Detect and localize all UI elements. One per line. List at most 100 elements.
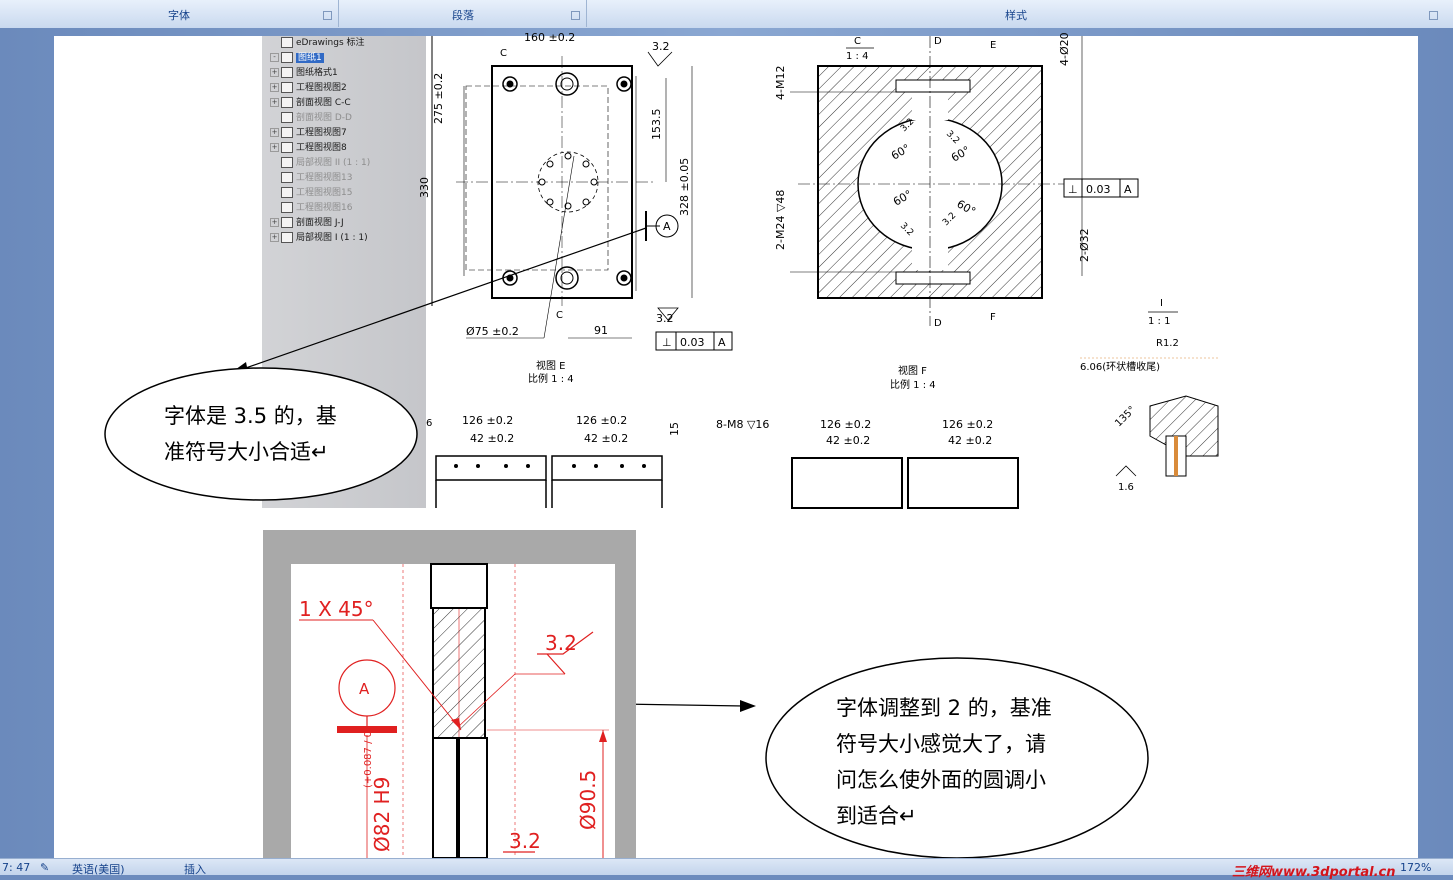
collapse-icon[interactable]: - — [270, 53, 279, 62]
dim-phi75: Ø75 ±0.2 — [466, 325, 519, 338]
rough16: 1.6 — [1118, 482, 1134, 493]
styles-dialog-launcher-icon[interactable] — [1429, 11, 1438, 20]
expand-icon[interactable]: + — [270, 218, 279, 227]
dim-153: 153.5 — [650, 109, 663, 141]
tree-item[interactable]: 工程图视图13 — [270, 171, 352, 185]
paragraph-dialog-launcher-icon[interactable] — [571, 11, 580, 20]
tree-item[interactable]: -图纸1 — [270, 51, 324, 65]
tree-item[interactable]: 工程图视图15 — [270, 186, 352, 200]
tree-item[interactable]: + 工程图视图8 — [270, 141, 347, 155]
section-c-bot: C — [556, 310, 563, 321]
phi32-label: 2-Ø32 — [1078, 228, 1091, 262]
side-dim: 330 — [418, 177, 431, 198]
page-indicator[interactable]: 7: 47 — [2, 861, 31, 874]
c-scale: 1 : 4 — [846, 51, 868, 62]
tree-item[interactable]: 局部视图 II (1 : 1) — [270, 156, 370, 170]
tree-item-label: eDrawings 标注 — [296, 38, 365, 48]
tree-item-label: 工程图视图13 — [296, 173, 353, 183]
callout-1-line2: 准符号大小合适↵ — [164, 440, 329, 464]
dim15: 15 — [668, 422, 681, 436]
tree-item[interactable]: +局部视图 I (1 : 1) — [270, 231, 368, 245]
tree-item-label: 工程图视图16 — [296, 203, 353, 213]
rough-label-2: 3.2 — [509, 829, 541, 853]
view-e-title: 视图 E — [536, 359, 566, 372]
i-scale: 1 : 1 — [1148, 316, 1170, 327]
tree-item[interactable]: +工程图视图2 — [270, 81, 347, 95]
tree-item-label: 剖面视图 C-C — [296, 98, 351, 108]
dim-275: 275 ±0.2 — [432, 73, 445, 124]
dim6: 6 — [426, 418, 432, 429]
insert-mode-indicator[interactable]: 插入 — [184, 863, 206, 876]
font-dialog-launcher-icon[interactable] — [323, 11, 332, 20]
dim42-b: 42 ±0.2 — [584, 432, 628, 445]
rough-bot: 3.2 — [656, 312, 674, 325]
dim126-d: 126 ±0.2 — [942, 418, 993, 431]
f-label: F — [990, 312, 996, 323]
tree-item[interactable]: + 剖面视图 J-J — [270, 216, 344, 230]
status-bar: 7: 47 ✎ 英语(美国) 插入 172% 三维网www.3dportal.c… — [0, 858, 1453, 880]
drawing-view-icon — [281, 82, 293, 93]
ribbon-group-styles: 样式 — [588, 0, 1444, 27]
dim42-d: 42 ±0.2 — [948, 434, 992, 447]
d-label-top: D — [934, 36, 942, 47]
cad-drawing: 330 160 ±0.2 275 ±0.2 328 ±0.05 153.5 3.… — [418, 31, 1219, 509]
drawing-view-icon — [281, 157, 293, 168]
ribbon-group-font-label: 字体 — [168, 9, 190, 22]
phi20-label: 4-Ø20 — [1058, 32, 1071, 66]
tree-item-label: 剖面视图 J-J — [296, 218, 344, 228]
chamfer-label: 1 X 45° — [299, 597, 374, 621]
callout-1-line1: 字体是 3.5 的，基 — [164, 404, 337, 428]
tree-item[interactable]: eDrawings 标注 — [270, 36, 365, 50]
drawing-view-icon — [281, 232, 293, 243]
ribbon-group-font: 字体 — [20, 0, 339, 27]
dim42-c: 42 ±0.2 — [826, 434, 870, 447]
drawing-view-icon — [281, 187, 293, 198]
expand-icon[interactable]: + — [270, 83, 279, 92]
tree-item-label: 局部视图 II (1 : 1) — [296, 158, 371, 168]
language-indicator[interactable]: 英语(美国) — [72, 863, 125, 876]
expand-icon[interactable]: + — [270, 233, 279, 242]
r12-label: R1.2 — [1156, 338, 1179, 349]
drawing-view-icon — [281, 112, 293, 123]
dim126-a: 126 ±0.2 — [462, 414, 513, 427]
callout-2-line1: 字体调整到 2 的，基准 — [836, 696, 1052, 720]
dim-905-label: Ø90.5 — [576, 770, 600, 830]
tree-item[interactable]: + 剖面视图 C-C — [270, 96, 351, 110]
groove-label: 6.06(环状槽收尾) — [1080, 360, 1160, 373]
expand-icon[interactable]: + — [270, 143, 279, 152]
tree-item[interactable]: + 工程图视图7 — [270, 126, 347, 140]
expand-icon[interactable]: + — [270, 68, 279, 77]
fit-label: Ø82 H9 — [370, 777, 394, 852]
drawing-view-icon — [281, 127, 293, 138]
dim42-a: 42 ±0.2 — [470, 432, 514, 445]
c-label: C — [854, 36, 861, 47]
dim126-b: 126 ±0.2 — [576, 414, 627, 427]
drawing-view-icon — [281, 37, 293, 48]
callout-2-line4: 到适合↵ — [836, 804, 917, 828]
tree-item-label: 图纸格式1 — [296, 68, 338, 78]
tol-perp: 0.03 — [680, 336, 705, 349]
expand-icon[interactable]: + — [270, 98, 279, 107]
top-dim: 160 ±0.2 — [524, 31, 575, 44]
tree-item-label: 剖面视图 D-D — [296, 113, 352, 123]
proofing-icon[interactable]: ✎ — [40, 861, 50, 874]
expand-icon[interactable]: + — [270, 128, 279, 137]
m12-label: 4-M12 — [774, 66, 787, 100]
tree-item-label: 工程图视图15 — [296, 188, 353, 198]
tree-item[interactable]: + 图纸格式1 — [270, 66, 338, 80]
dim-328: 328 ±0.05 — [678, 158, 691, 216]
tree-item-label: 工程图视图8 — [296, 143, 347, 153]
datum-a: A — [663, 220, 671, 233]
section-c-top: C — [500, 48, 507, 59]
zoom-level[interactable]: 172% — [1400, 861, 1432, 874]
tree-item[interactable]: 工程图视图16 — [270, 201, 352, 215]
drawing-view-icon — [281, 67, 293, 78]
e-label: E — [990, 40, 996, 51]
tree-item-label: 工程图视图7 — [296, 128, 347, 138]
dim-91: 91 — [594, 324, 608, 337]
view-e-scale: 比例 1 : 4 — [528, 372, 574, 385]
ribbon-group-styles-label: 样式 — [1005, 9, 1027, 22]
callout-2-text: 字体调整到 2 的，基准 符号大小感觉大了，请 问怎么使外面的圆调小 到适合↵ — [836, 690, 1052, 834]
tree-item[interactable]: 剖面视图 D-D — [270, 111, 352, 125]
